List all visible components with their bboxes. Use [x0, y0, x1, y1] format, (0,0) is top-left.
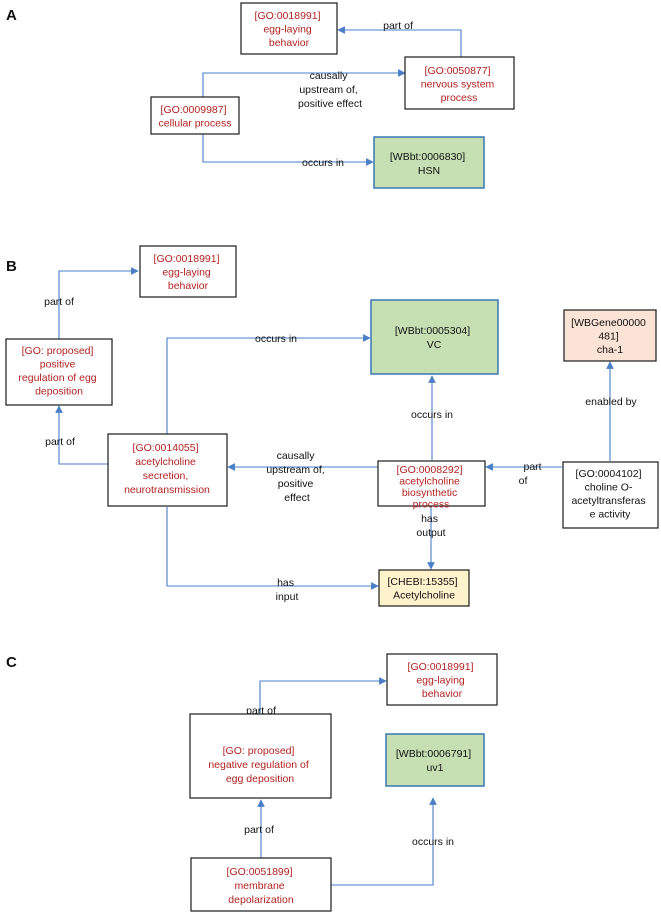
svg-text:[WBbt:0006791] uv1: [WBbt:0006791] uv1 — [396, 748, 474, 774]
edge-occurs-in — [331, 797, 437, 886]
edge-label-occurs-in-1: occurs in — [255, 333, 297, 345]
edge-label-occurs-in-2: occurs in — [411, 409, 453, 421]
edge-label-part-of-2: part of — [45, 436, 75, 448]
edge-part-of-1 — [259, 677, 387, 713]
edge-causally-upstream — [202, 69, 406, 97]
panel-label-a: A — [6, 7, 17, 24]
edge-occurs-in-1 — [166, 334, 371, 434]
svg-text:[GO:0018991] egg-layin: [GO:0018991] egg-laying behavior — [255, 10, 324, 49]
node-go-0009987: [GO:0009987] cellular process — [150, 96, 240, 135]
edge-label-has-input: has input — [276, 577, 299, 603]
panel-b: B part of part of occurs in occurs in en… — [5, 245, 659, 607]
node-wbbt-0006830: [WBbt:0006830] HSN — [373, 136, 485, 189]
svg-text:[GO:0051899] membrane: [GO:0051899] membrane depolarization — [227, 866, 296, 906]
node-chebi-15355: [CHEBI:15355] Acetylcholine — [378, 569, 470, 607]
node-go-0018991: [GO:0018991] egg-laying behavior — [240, 2, 338, 55]
panel-a: A part of causally upstream of, positive… — [6, 2, 515, 189]
edge-label-occurs-in: occurs in — [302, 157, 344, 169]
svg-text:[GO:0004102] choline O: [GO:0004102] choline O- acetyltransferas… — [571, 468, 648, 521]
edge-label-part-of-1: part of — [44, 296, 74, 308]
svg-text:[CHEBI:15355] Acetylch: [CHEBI:15355] Acetylcholine — [388, 576, 461, 602]
edge-has-input — [166, 507, 379, 590]
node-go-proposed-positive-regulation: [GO: proposed] positive regulation of eg… — [5, 338, 113, 406]
svg-text:[GO: proposed] negativ: [GO: proposed] negative regulation of eg… — [208, 745, 311, 785]
svg-text:[GO: proposed] positiv: [GO: proposed] positive regulation of eg… — [18, 345, 99, 398]
node-go-0004102: [GO:0004102] choline O- acetyltransferas… — [562, 461, 659, 529]
panel-c: C part of part of occurs in [GO:0018991]… — [6, 653, 498, 912]
svg-text:[WBbt:0006830] HSN: [WBbt:0006830] HSN — [390, 151, 468, 177]
svg-text:[WBbt:0005304] VC: [WBbt:0005304] VC — [395, 325, 473, 351]
svg-text:[GO:0018991] egg-layin: [GO:0018991] egg-laying behavior — [154, 253, 223, 292]
edge-label-part-of-2: part of — [244, 824, 274, 836]
edge-label-causally-upstream: causally upstream of, positive effect — [298, 70, 362, 110]
panel-label-b: B — [6, 258, 17, 275]
node-go-0051899: [GO:0051899] membrane depolarization — [190, 857, 332, 912]
svg-text:[GO:0008292] acetylcho: [GO:0008292] acetylcholine biosynthetic … — [397, 464, 466, 511]
node-wbgene-00000481: [WBGene00000 481] cha-1 — [563, 309, 657, 362]
edge-label-causally-upstream: causally upstream of, positive effect — [266, 450, 327, 504]
node-wbbt-0005304: [WBbt:0005304] VC — [370, 299, 499, 375]
node-go-0018991: [GO:0018991] egg-laying behavior — [386, 653, 498, 706]
edge-occurs-in — [202, 134, 374, 166]
node-go-0018991: [GO:0018991] egg-laying behavior — [139, 245, 237, 298]
node-go-0008292: [GO:0008292] acetylcholine biosynthetic … — [377, 460, 486, 511]
svg-text:[WBGene00000 481]: [WBGene00000 481] cha-1 — [571, 317, 649, 356]
node-go-proposed-negative-regulation: [GO: proposed] negative regulation of eg… — [189, 713, 332, 799]
edge-label-part-of: part of — [383, 20, 413, 32]
panel-label-c: C — [6, 654, 17, 671]
edge-label-part-of-3: part of — [519, 461, 545, 487]
svg-text:[GO:0018991] egg-layin: [GO:0018991] egg-laying behavior — [408, 661, 477, 700]
edge-label-has-output: has output — [416, 513, 445, 539]
svg-text:[GO:0050877] nervous s: [GO:0050877] nervous system process — [421, 65, 497, 104]
node-go-0050877: [GO:0050877] nervous system process — [404, 56, 515, 110]
node-wbbt-0006791: [WBbt:0006791] uv1 — [385, 733, 485, 787]
edge-label-occurs-in: occurs in — [412, 836, 454, 848]
edge-part-of — [337, 26, 462, 57]
edge-part-of-2 — [55, 405, 108, 465]
edge-label-enabled-by: enabled by — [585, 396, 637, 408]
svg-text:[GO:0009987] cellular: [GO:0009987] cellular process — [159, 104, 232, 130]
edge-part-of-1 — [58, 267, 139, 339]
svg-text:[GO:0014055] acetylcho: [GO:0014055] acetylcholine secretion, ne… — [124, 442, 210, 496]
node-go-0014055: [GO:0014055] acetylcholine secretion, ne… — [107, 433, 228, 507]
